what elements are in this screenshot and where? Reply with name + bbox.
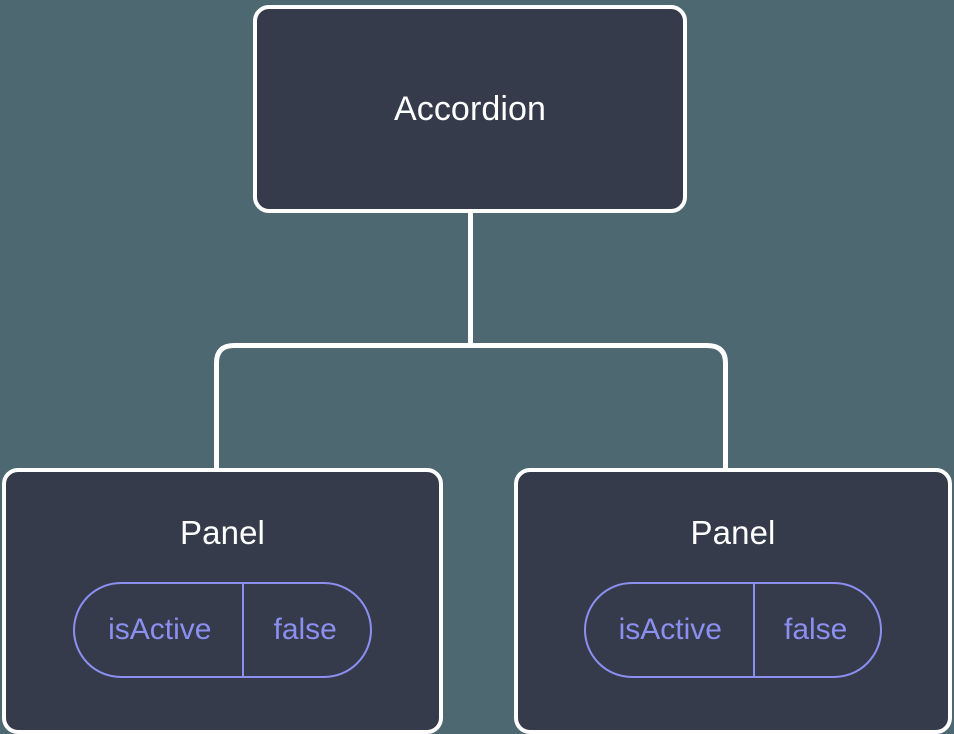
- tree-node-panel-1[interactable]: Panel isActive false: [2, 468, 443, 734]
- state-key-panel-2: isActive: [618, 613, 722, 646]
- tree-node-accordion[interactable]: Accordion: [253, 5, 687, 213]
- state-pill-panel-1[interactable]: isActive false: [73, 582, 372, 678]
- edge-to-panel-left: [214, 343, 471, 470]
- state-pill-panel-2[interactable]: isActive false: [583, 582, 883, 678]
- tree-node-panel-2[interactable]: Panel isActive false: [514, 468, 952, 734]
- node-label-accordion: Accordion: [393, 90, 547, 128]
- edge-to-panel-right: [470, 343, 728, 470]
- node-label-panel-1: Panel: [180, 514, 265, 551]
- state-value-panel-2: false: [752, 584, 880, 676]
- node-label-panel-2: Panel: [690, 514, 776, 551]
- state-key-panel-1: isActive: [108, 613, 212, 646]
- state-value-panel-1: false: [242, 584, 369, 676]
